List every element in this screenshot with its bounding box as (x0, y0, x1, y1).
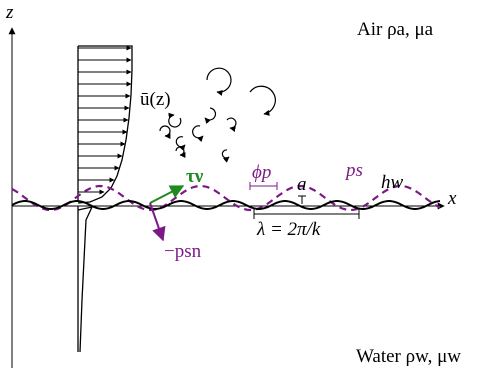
wave-height-label: hw (381, 172, 404, 193)
water-label: Water ρw, μw (356, 346, 461, 367)
wavelength-label: λ = 2π/k (256, 219, 321, 240)
shear-stress-label: τν (186, 166, 204, 187)
amplitude-label: a (297, 174, 307, 195)
rotating-arrow-icon (192, 125, 204, 142)
rotating-arrow-icon (204, 107, 216, 125)
water-velocity-profile (77, 206, 94, 353)
rotating-arrow-icon (168, 112, 182, 128)
surface-pressure-wave (11, 184, 441, 212)
rotating-arrow-icon (206, 67, 232, 96)
pressure-force-label: −psn (164, 241, 202, 262)
rotating-arrow-icon (221, 149, 230, 163)
vortices (159, 67, 276, 163)
rotating-arrow-icon (159, 125, 171, 139)
wind-velocity-profile (77, 45, 133, 204)
rotating-arrow-icon (249, 85, 276, 116)
pressure-force-arrow (149, 202, 166, 242)
rotating-arrow-icon (226, 117, 237, 132)
water-surface-wave (11, 200, 441, 210)
air-label: Air ρa, μa (357, 19, 434, 40)
phase-shift-label: ϕp (252, 162, 271, 183)
x-axis-label: x (447, 188, 457, 209)
z-axis-label: z (5, 2, 14, 23)
shear-stress-arrow (149, 185, 185, 204)
mean-wind-label: ū(z) (140, 89, 171, 110)
surface-pressure-label: ps (344, 160, 363, 181)
rotating-arrow-icon (175, 146, 186, 158)
rotating-arrow-icon (175, 136, 186, 152)
